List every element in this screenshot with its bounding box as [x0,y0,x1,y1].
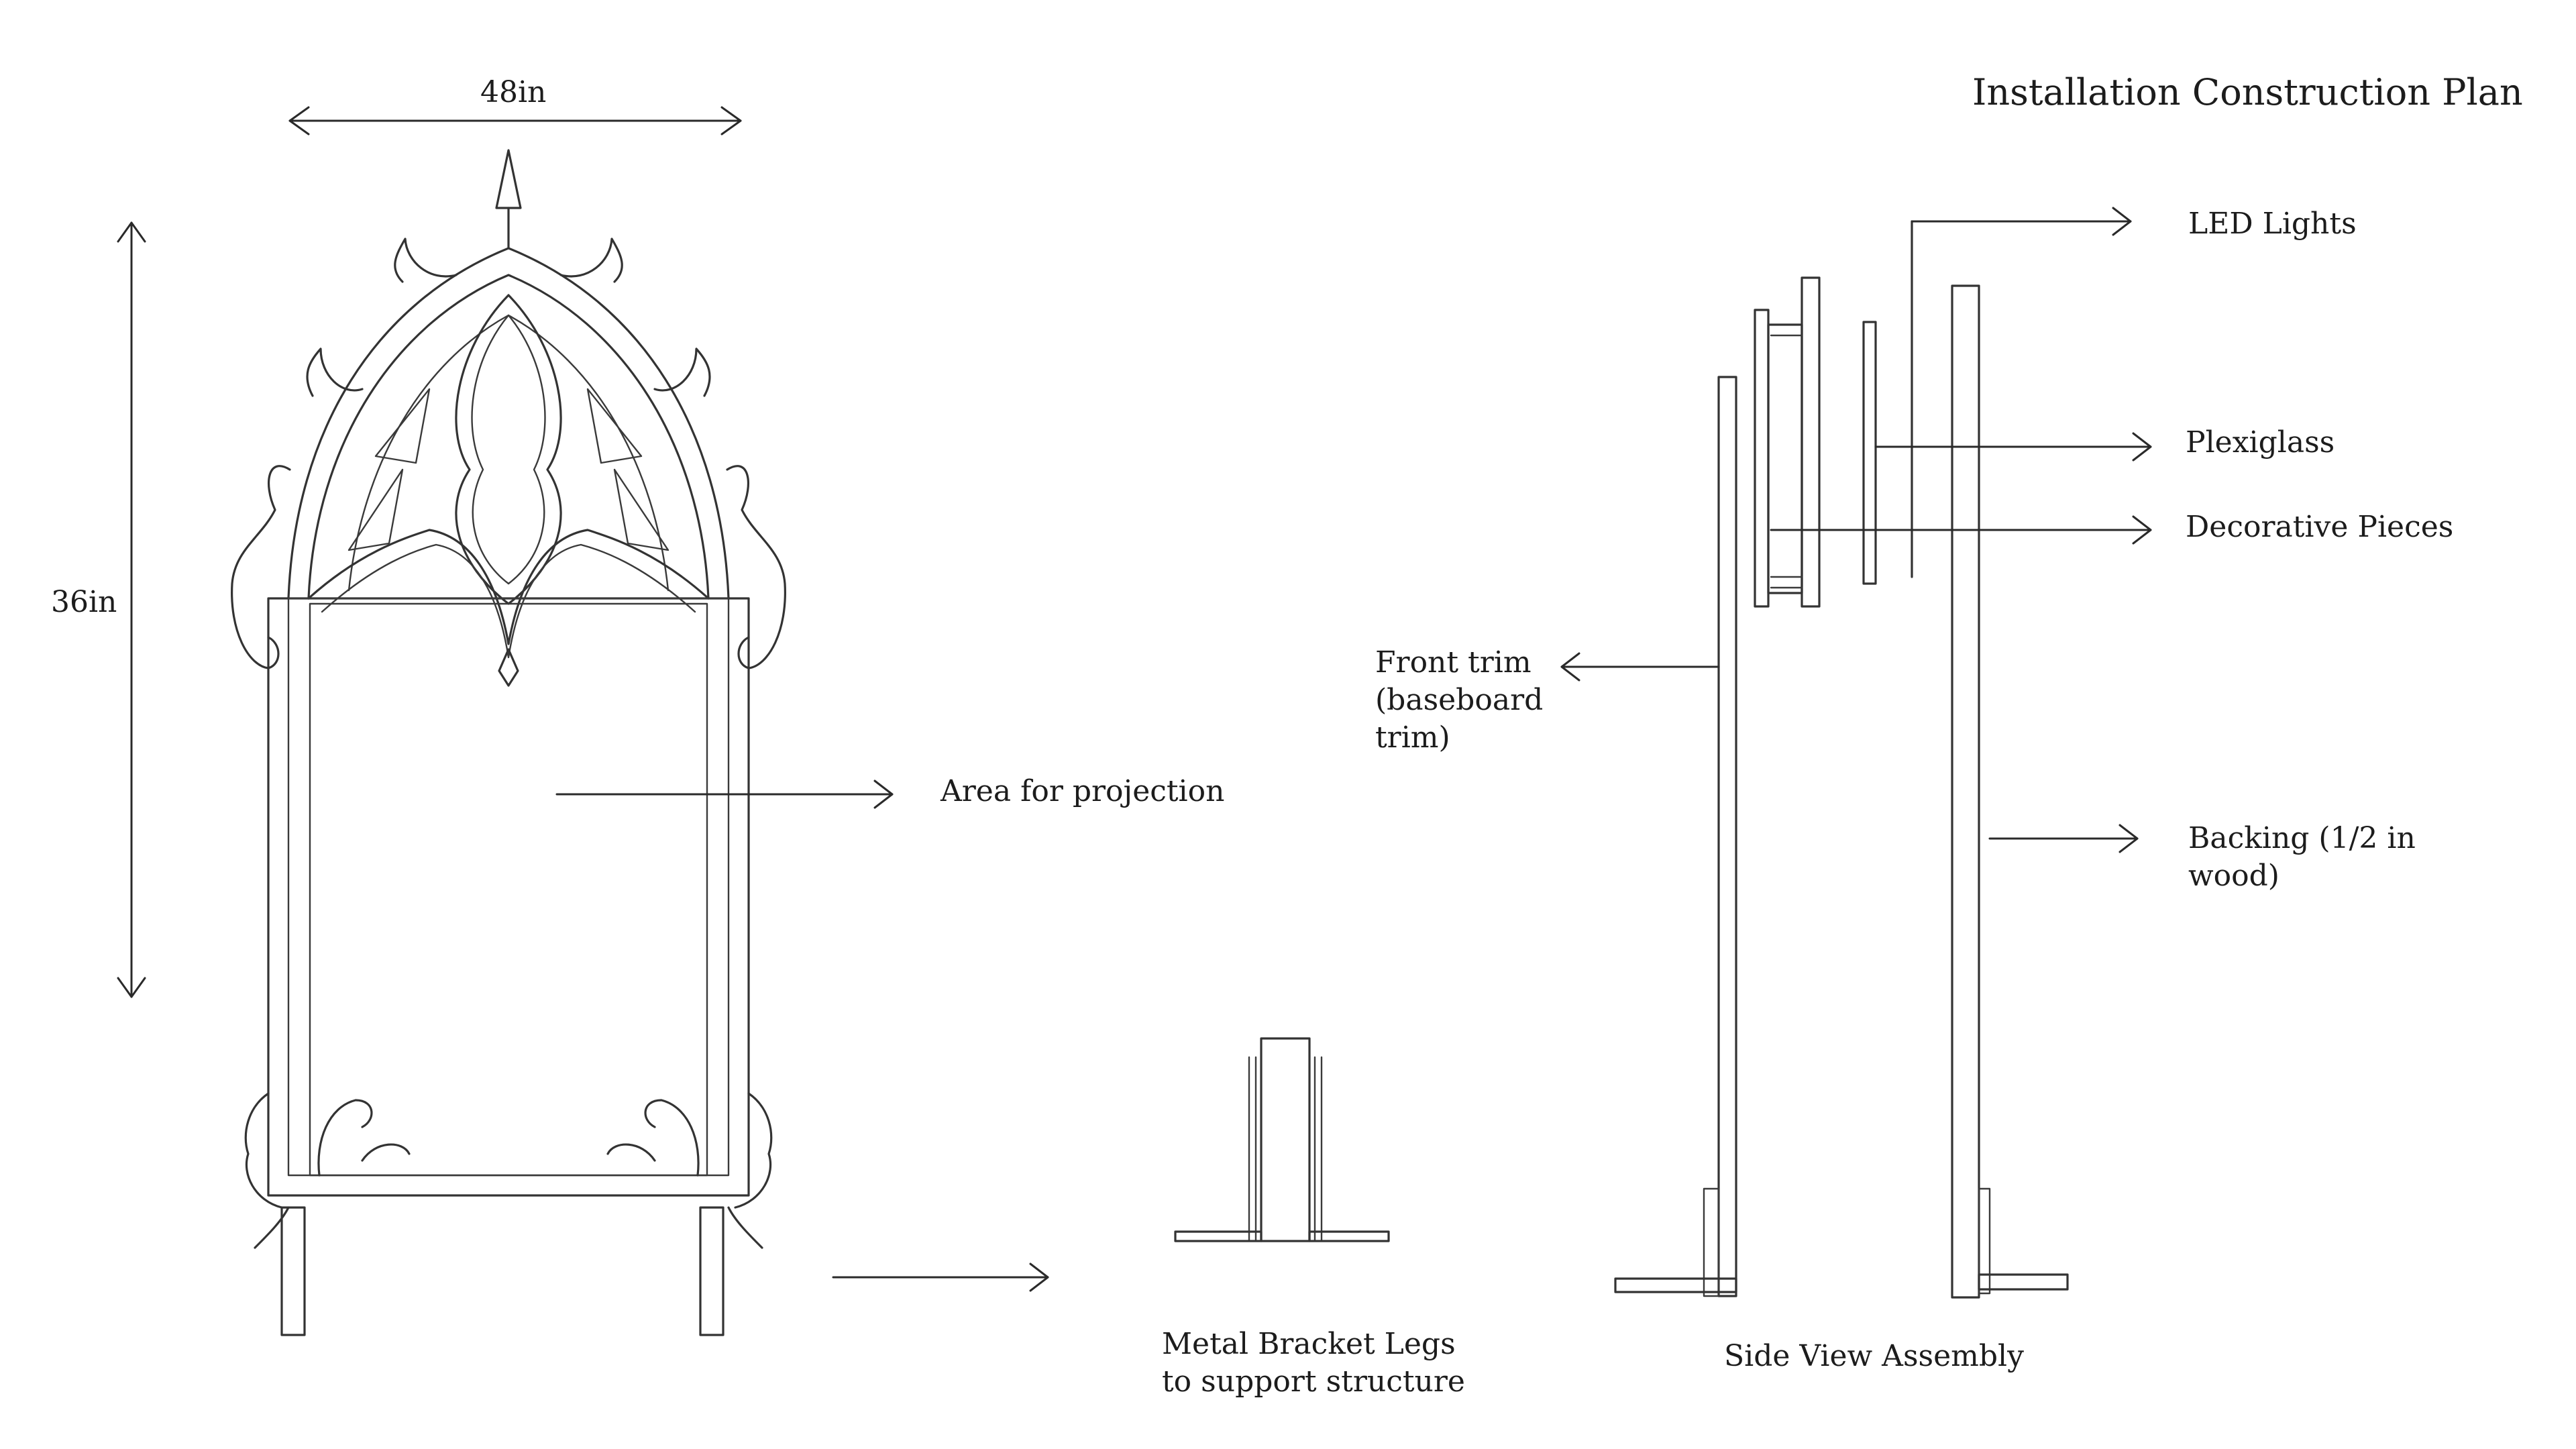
led-lights-label: LED Lights [2188,207,2357,241]
decorative-pieces-label: Decorative Pieces [2186,510,2453,544]
metal-bracket-leg-detail [1174,1037,1390,1242]
projection-area-label: Area for projection [940,774,1224,808]
gothic-frame-front-view [231,149,786,1336]
front-trim-pointer-arrow [1560,652,1720,682]
bracket-legs-label-line1: Metal Bracket Legs [1162,1327,1456,1361]
backing-label-line1: Backing (1/2 in [2188,821,2416,855]
projection-pointer-arrow [555,780,894,809]
plexiglass-pointer-arrow [1874,432,2152,462]
side-view-label: Side View Assembly [1724,1339,2024,1373]
front-trim-label-line1: Front trim [1375,645,1532,680]
height-dimension-label: 36in [51,585,117,619]
front-trim-label-line3: trim) [1375,720,1450,755]
backing-pointer-arrow [1988,824,2139,853]
width-dimension-arrow [288,106,742,136]
page-title: Installation Construction Plan [1972,71,2523,113]
decorative-pieces-pointer-arrow [1770,515,2152,545]
width-dimension-label: 48in [480,75,546,109]
backing-label-line2: wood) [2188,859,2279,893]
bracket-legs-label-line2: to support structure [1162,1364,1465,1399]
side-view-assembly [1614,220,2069,1299]
legs-detail-arrow [832,1263,1049,1292]
led-lights-pointer-arrow [1911,207,2132,236]
height-dimension-arrow [117,221,146,998]
plexiglass-label: Plexiglass [2186,425,2334,460]
front-trim-label-line2: (baseboard [1375,683,1543,717]
